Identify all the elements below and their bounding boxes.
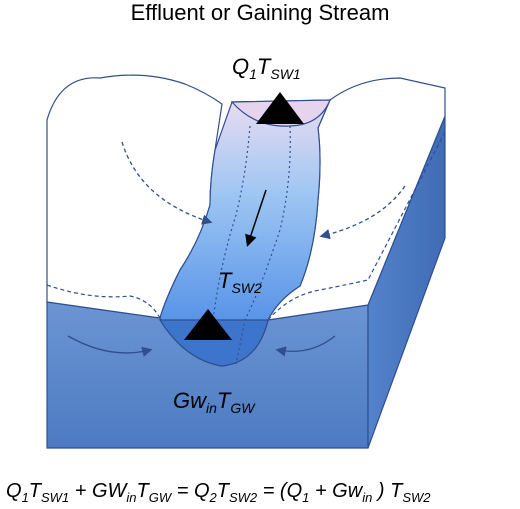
equation-term: T [137,480,151,502]
equation-subscript: SW2 [402,490,431,505]
equation-term: = Q [171,480,209,502]
equation-subscript: 1 [302,490,309,505]
stream-front-section [158,319,269,367]
streambed-line-right [235,125,291,365]
equation-term: ) T [372,480,404,502]
equation-subscript: 1 [22,490,29,505]
diagram-title: Effluent or Gaining Stream [131,0,390,25]
mass-balance-equation: Q1TSW1 + GWinTGW = Q2TSW2 = (Q1 + Gwin )… [6,480,431,505]
equation-term: = (Q [257,480,302,502]
equation-subscript: SW2 [229,490,258,505]
streambed-line-left [212,125,251,321]
equation-subscript: 2 [209,490,218,505]
groundwater-flow-arrow-right-front [275,335,336,357]
equation-term: T [29,480,43,502]
upstream-marker-triangle [256,92,304,124]
groundwater-flow-arrow-right-surface [319,185,406,240]
downstream-marker-triangle [184,309,232,340]
midstream-label: TSW2 [218,268,262,296]
equation-term: + Gw [309,480,363,502]
equation-term: + GW [69,480,128,502]
upstream-label: Q1TSW1 [232,54,301,82]
equation-subscript: GW [149,490,173,505]
equation-term: T [217,480,231,502]
groundwater-flow-arrow-left-front [67,335,153,357]
stream-flow-arrow [245,189,267,247]
equation-subscript: in [362,490,372,505]
equation-subscript: SW1 [41,490,69,505]
groundwater-flow-arrow-left-surface [121,141,213,225]
groundwater-label: GwinTGW [173,388,256,416]
water-table-left-edge [46,284,161,319]
equation-subscript: in [126,490,136,505]
equation-term: Q [6,480,22,502]
